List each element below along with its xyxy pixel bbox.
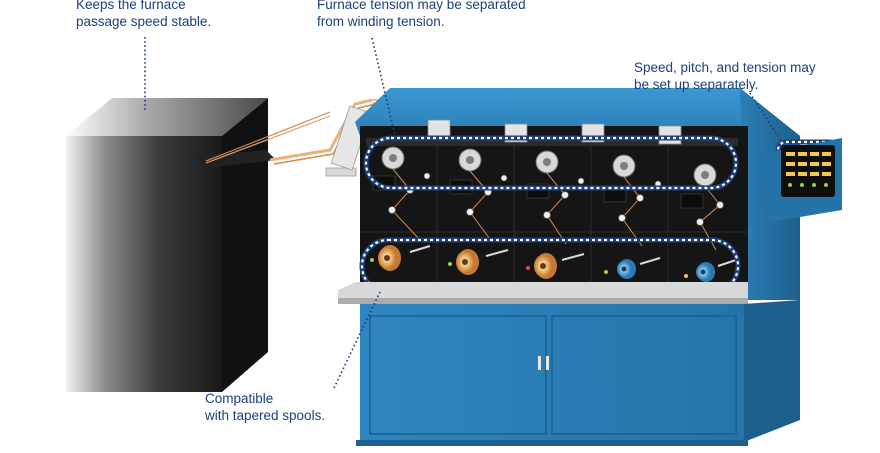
- spool-5-tapered: [696, 262, 715, 282]
- spool-3: [534, 253, 557, 279]
- callout-tension-separated: Furnace tension may be separated from wi…: [317, 0, 526, 30]
- work-shelf: [338, 282, 748, 304]
- leader-tension-separated: [371, 37, 397, 141]
- callout-furnace-speed-line-2: passage speed stable.: [76, 14, 212, 29]
- callout-setup-separately-line-1: Speed, pitch, and tension may: [634, 60, 816, 75]
- furnace-side: [222, 98, 268, 392]
- callout-tension-separated-line-2: from winding tension.: [317, 14, 445, 29]
- lower-cabinet: [356, 300, 800, 446]
- furnace: [66, 98, 331, 392]
- spool-2: [456, 249, 479, 275]
- callout-furnace-speed: Keeps the furnace passage speed stable.: [76, 0, 211, 30]
- furnace-top: [66, 98, 268, 136]
- machine-body: [355, 88, 800, 300]
- furnace-exit-tray: [198, 150, 276, 168]
- spool-1: [378, 245, 401, 271]
- callout-tapered-spools: Compatible with tapered spools.: [205, 390, 325, 424]
- callout-tapered-spools-line-1: Compatible: [205, 391, 274, 406]
- callout-furnace-speed-line-1: Keeps the furnace: [76, 0, 186, 12]
- callout-tension-separated-line-1: Furnace tension may be separated: [317, 0, 526, 12]
- callout-setup-separately: Speed, pitch, and tension may be set up …: [634, 59, 816, 93]
- leader-setup-separately: [749, 92, 783, 143]
- leader-lines: [144, 37, 783, 389]
- furnace-front: [66, 136, 222, 392]
- machine-top: [355, 88, 800, 136]
- leader-tapered-spools: [333, 291, 381, 389]
- callout-setup-separately-line-2: be set up separately.: [634, 77, 759, 92]
- spool-4-tapered: [617, 259, 636, 279]
- capstan-rollers: [381, 146, 717, 187]
- control-panel: [760, 138, 842, 222]
- capstan-highlight: [363, 135, 739, 191]
- callout-tapered-spools-line-2: with tapered spools.: [205, 408, 326, 423]
- winding-spools: [370, 245, 737, 282]
